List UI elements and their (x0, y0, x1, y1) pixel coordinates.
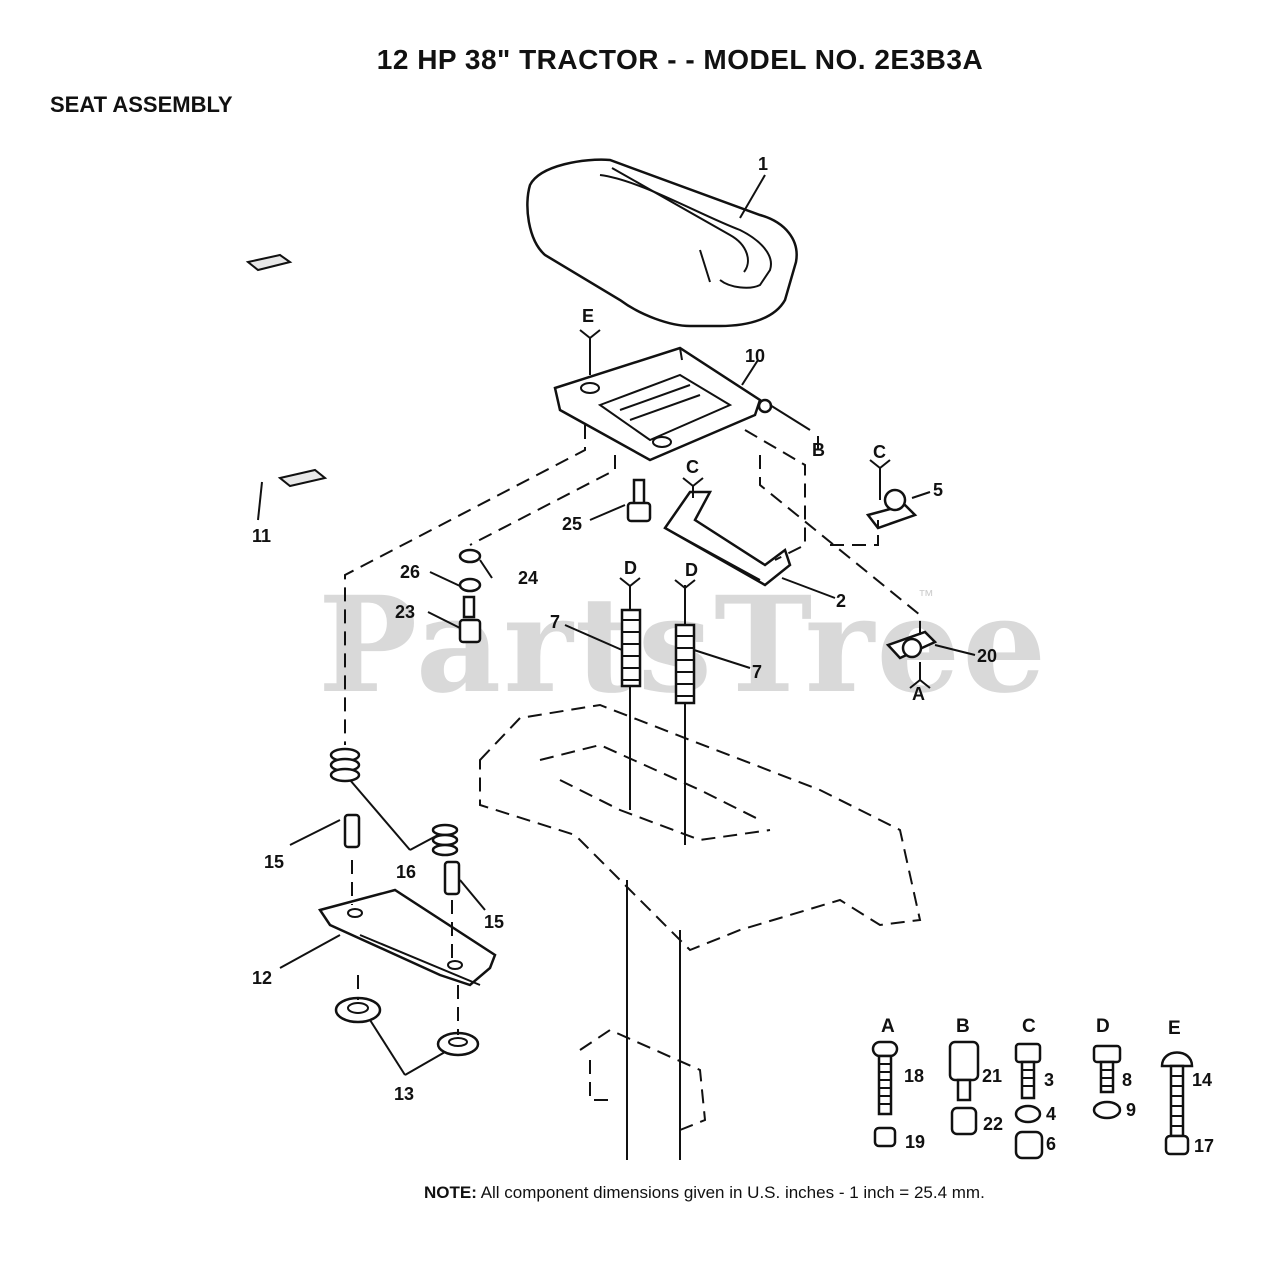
fender-outline (479, 703, 922, 1160)
callout-15-right: 15 (484, 912, 504, 932)
callout-labels: 1 10 B E C 5 C 2 11 25 24 26 23 D D 7 7 … (252, 154, 997, 1104)
callout-c-clip: C (873, 442, 886, 462)
callout-7-right: 7 (752, 662, 762, 682)
hardware-stack-23-26-24[interactable] (458, 548, 482, 644)
callout-e: E (582, 306, 594, 326)
callout-11: 11 (252, 526, 271, 546)
watermark-trademark: ™ (918, 588, 934, 605)
leader-lines (257, 174, 976, 1076)
hardware-d-letter: D (1096, 1016, 1110, 1037)
dimension-note: NOTE: All component dimensions given in … (424, 1183, 1064, 1203)
callout-12: 12 (252, 968, 272, 988)
hardware-part-3: 3 (1044, 1070, 1054, 1090)
hardware-group-e[interactable]: E 14 17 (1160, 1018, 1214, 1156)
diagram-title: 12 HP 38" TRACTOR - - MODEL NO. 2E3B3A (376, 44, 984, 75)
hardware-part-4: 4 (1046, 1104, 1056, 1124)
callout-d-left: D (624, 558, 637, 578)
callout-10: 10 (745, 346, 765, 366)
assembly-dashed-paths (344, 425, 921, 1035)
hardware-part-18: 18 (904, 1066, 924, 1086)
hardware-part-17: 17 (1194, 1136, 1214, 1156)
hardware-group-b[interactable]: B 21 22 (948, 1016, 1003, 1136)
hardware-part-6: 6 (1046, 1134, 1056, 1154)
hardware-a-letter: A (881, 1016, 895, 1037)
clip-20-part[interactable] (885, 630, 938, 660)
seat-pads-part[interactable] (245, 253, 328, 488)
callout-a: A (912, 684, 925, 704)
spring-16-right-part[interactable] (431, 823, 459, 857)
hardware-part-14: 14 (1192, 1070, 1212, 1090)
note-text: All component dimensions given in U.S. i… (480, 1183, 985, 1202)
reference-arrows (579, 329, 931, 689)
spring-7-left-part[interactable] (620, 585, 642, 810)
hardware-part-19: 19 (905, 1132, 925, 1152)
callout-13: 13 (394, 1084, 414, 1104)
bolt-25-part[interactable] (626, 478, 652, 523)
hardware-part-21: 21 (982, 1066, 1002, 1086)
callout-c-bracket: C (686, 457, 699, 477)
hardware-part-9: 9 (1126, 1100, 1136, 1120)
mounting-plate-12-part[interactable] (317, 888, 497, 987)
section-title: SEAT ASSEMBLY (50, 92, 233, 117)
hardware-part-8: 8 (1122, 1070, 1132, 1090)
bushing-13-left-part[interactable] (334, 996, 382, 1024)
spring-16-left-part[interactable] (329, 747, 361, 783)
spacer-15-right-part[interactable] (443, 860, 461, 896)
hardware-group-d[interactable]: D 8 9 (1092, 1016, 1136, 1120)
bracket-part[interactable] (663, 490, 792, 587)
seat-pan-part[interactable] (553, 346, 773, 462)
callout-b: B (812, 440, 825, 460)
callout-d-right: D (685, 560, 698, 580)
callout-1: 1 (758, 154, 768, 174)
callout-24: 24 (518, 568, 538, 588)
callout-5: 5 (933, 480, 943, 500)
callout-16: 16 (396, 862, 416, 882)
hardware-group-a[interactable]: A 18 19 (871, 1016, 925, 1152)
hardware-c-letter: C (1022, 1016, 1036, 1037)
callout-15-left: 15 (264, 852, 284, 872)
hardware-group-c[interactable]: C 3 4 6 (1014, 1016, 1056, 1160)
callout-20: 20 (977, 646, 997, 666)
spring-7-right-part[interactable] (674, 585, 696, 845)
clip-5-part[interactable] (865, 488, 918, 530)
note-label: NOTE: (424, 1183, 477, 1202)
seat-part[interactable] (526, 158, 798, 328)
hardware-part-22: 22 (983, 1114, 1003, 1134)
spacer-15-left-part[interactable] (343, 813, 361, 849)
callout-7-left: 7 (550, 612, 560, 632)
hardware-e-letter: E (1168, 1018, 1181, 1039)
callout-2: 2 (836, 591, 846, 611)
callout-23: 23 (395, 602, 415, 622)
callout-26: 26 (400, 562, 420, 582)
callout-25: 25 (562, 514, 582, 534)
hardware-b-letter: B (956, 1016, 970, 1037)
